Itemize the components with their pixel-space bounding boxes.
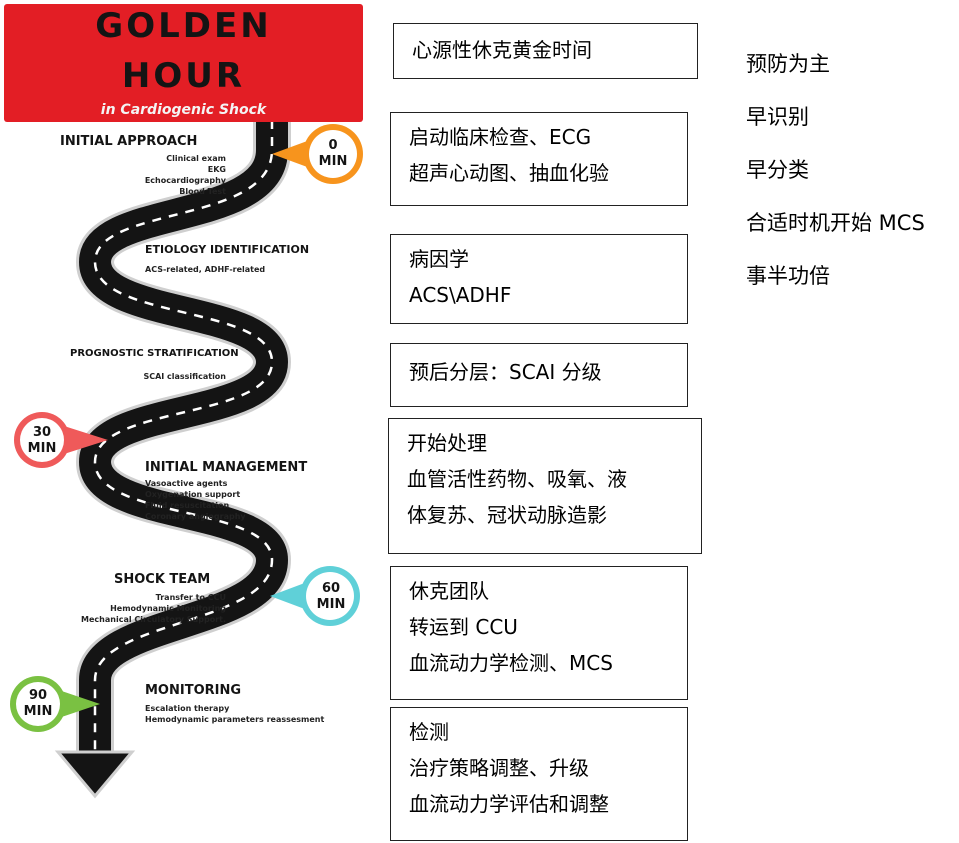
- banner-subtitle: in Cardiogenic Shock: [100, 102, 267, 118]
- box-initial-approach: 启动临床检查、ECG 超声心动图、抽血化验: [390, 112, 688, 206]
- box-golden-hour: 心源性休克黄金时间: [393, 23, 698, 79]
- stage-details-etiology: ACS-related, ADHF-related: [145, 265, 266, 274]
- box-monitoring: 检测 治疗策略调整、升级 血流动力学评估和调整: [390, 707, 688, 841]
- pin-marker-center: [16, 682, 60, 726]
- side-note: 早识别: [746, 105, 809, 129]
- side-notes: 预防为主 早识别 早分类 合适时机开始 MCS 事半功倍: [746, 38, 925, 303]
- stage-title-initial-approach: INITIAL APPROACH: [60, 134, 198, 149]
- pin-marker-center: [309, 130, 357, 178]
- box-prognostic: 预后分层：SCAI 分级: [390, 343, 688, 407]
- stage-title-shock-team: SHOCK TEAM: [114, 572, 211, 587]
- stage-details-initial-management: Vasoactive agents Oxygenation support Fl…: [145, 479, 246, 521]
- box-etiology: 病因学 ACS\ADHF: [390, 234, 688, 324]
- banner-title-hour: HOUR: [121, 56, 246, 96]
- road-center-dashes: [93, 120, 274, 755]
- stage-title-etiology: ETIOLOGY IDENTIFICATION: [145, 243, 310, 256]
- stage-title-monitoring: MONITORING: [145, 683, 242, 698]
- side-note: 早分类: [746, 158, 809, 182]
- time-pins: [10, 124, 363, 732]
- banner-title-golden: GOLDEN: [95, 6, 272, 46]
- stage-title-prognostic: PROGNOSTIC STRATIFICATION: [70, 348, 239, 359]
- stage-title-initial-management: INITIAL MANAGEMENT: [145, 460, 308, 475]
- box-shock-team: 休克团队 转运到 CCU 血流动力学检测、MCS: [390, 566, 688, 700]
- stage-details-initial-approach: Clinical exam EKG Echocardiography Blood…: [144, 154, 226, 196]
- stage-details-prognostic: SCAI classification: [143, 372, 226, 381]
- road: [79, 120, 288, 755]
- golden-hour-banner: GOLDEN HOUR in Cardiogenic Shock: [4, 4, 363, 122]
- side-note: 预防为主: [746, 52, 830, 76]
- pin-marker-center: [20, 418, 64, 462]
- stage-details-shock-team: Transfer to CCU Hemodynamic Monitoring M…: [81, 593, 226, 624]
- side-note: 事半功倍: [746, 264, 830, 288]
- road-arrow-head: [54, 750, 136, 799]
- side-note: 合适时机开始 MCS: [746, 211, 925, 235]
- box-initial-management: 开始处理 血管活性药物、吸氧、液 体复苏、冠状动脉造影: [388, 418, 702, 554]
- pin-marker-center: [306, 572, 354, 620]
- stage-details-monitoring: Escalation therapy Hemodynamic parameter…: [145, 704, 325, 724]
